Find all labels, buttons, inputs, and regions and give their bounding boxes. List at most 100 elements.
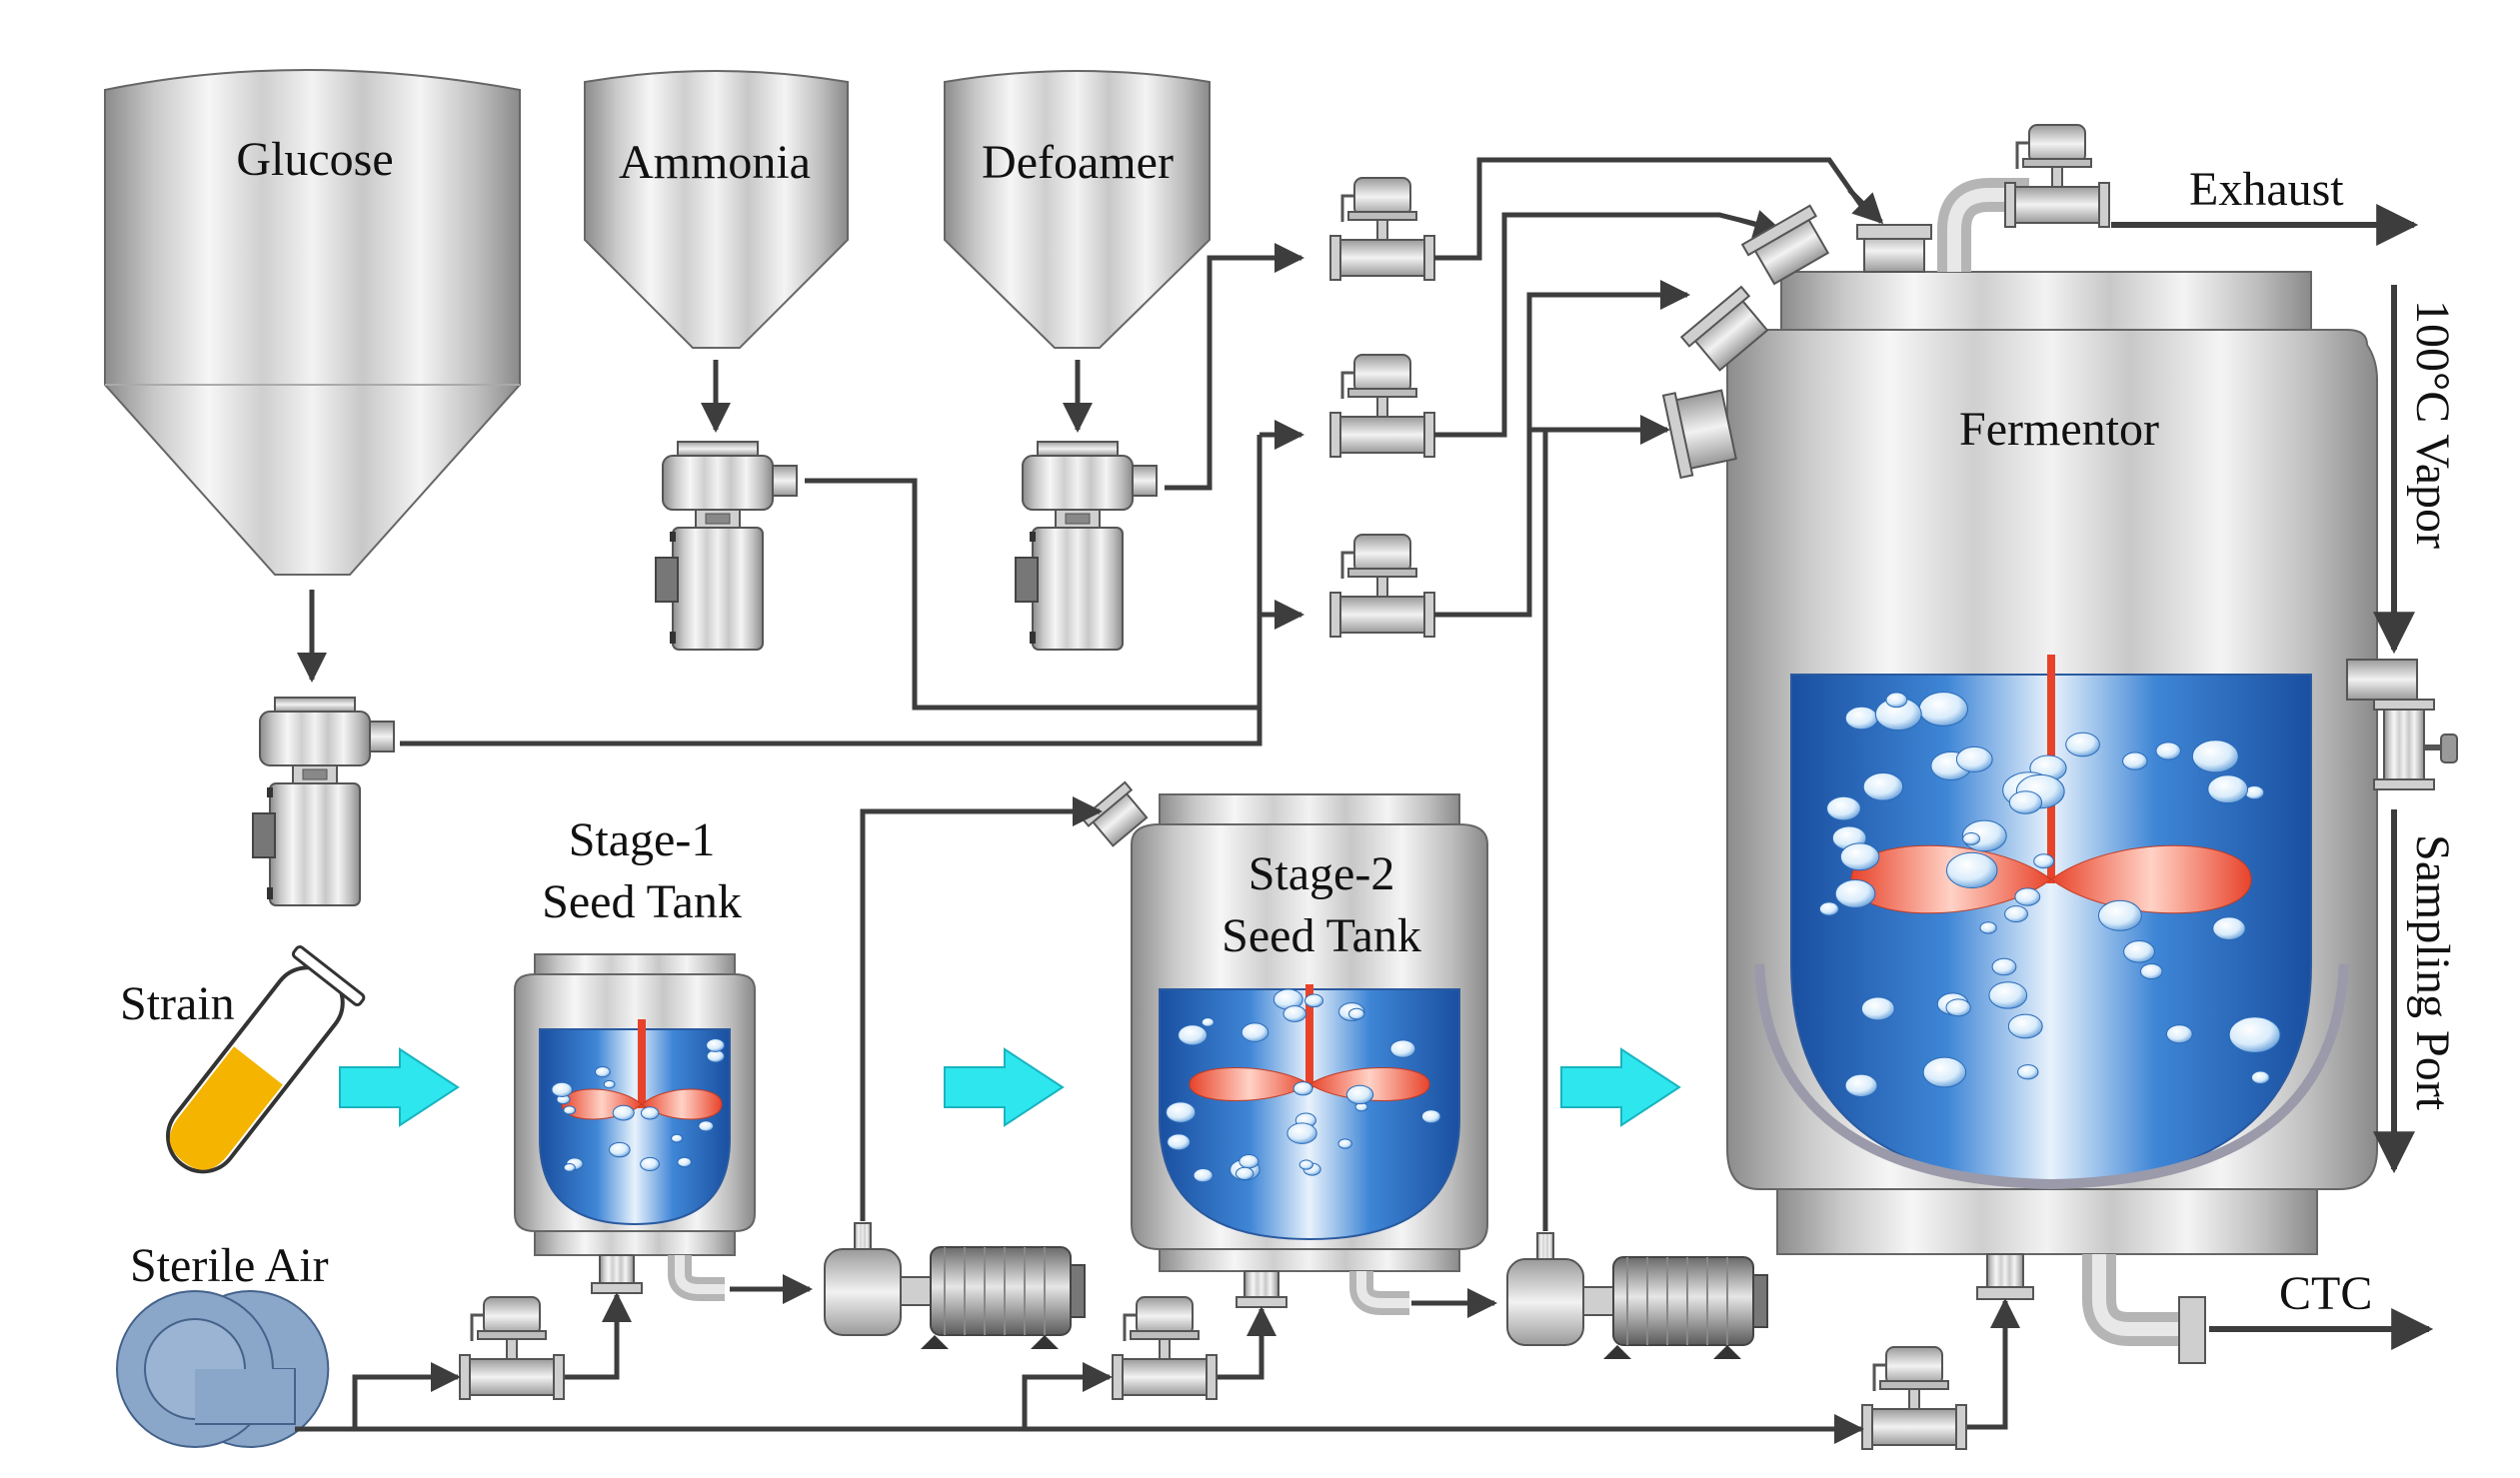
defoamer-hopper xyxy=(944,70,1211,349)
fermentor-bubble xyxy=(2155,741,2181,760)
stage1-air-branch xyxy=(352,1374,420,1429)
stage2-bubble xyxy=(1337,1138,1352,1149)
strain-label: Strain xyxy=(120,977,235,1030)
stage1-bottom-nozzle xyxy=(591,1254,643,1294)
stage1-impeller-shaft xyxy=(638,1019,646,1108)
sterile-air-blower xyxy=(116,1290,330,1448)
stage2-bubble xyxy=(1282,1005,1307,1022)
fermentor-bubble xyxy=(2014,887,2041,906)
ctc-label: CTC xyxy=(2279,1267,2372,1320)
fermentor-bubble xyxy=(2191,739,2239,773)
ammonia-to-fermentor-pipe xyxy=(1526,292,1639,435)
fermentor-side-nozzle-2 xyxy=(1679,285,1769,372)
defoamer-dosing-pump xyxy=(1016,442,1157,650)
stage1-bubble xyxy=(563,1162,576,1172)
ammonia-label: Ammonia xyxy=(619,136,811,189)
fermentor-bubble xyxy=(2033,853,2055,869)
fermentor-bubble xyxy=(2097,899,2142,931)
stage1-bubble xyxy=(698,1120,715,1132)
fermentor-bubble xyxy=(1955,745,1993,772)
glucose-label: Glucose xyxy=(236,133,393,186)
glucose-dosing-pump xyxy=(253,698,394,905)
stage1-bubble xyxy=(671,1133,684,1143)
stage2-bubble xyxy=(1235,1166,1255,1181)
fermentor-bubble xyxy=(2207,774,2249,804)
stage1-bubble xyxy=(551,1081,573,1097)
stage1-bubble xyxy=(640,1106,660,1120)
sterile-air-label: Sterile Air xyxy=(130,1239,329,1292)
fermentor-bubble xyxy=(1834,879,1876,908)
stage2-bubble xyxy=(1347,1007,1365,1020)
stage2-label-line2: Seed Tank xyxy=(1222,909,1421,962)
stage2-bubble xyxy=(1389,1039,1416,1058)
fermentor-bubble xyxy=(1885,692,1908,709)
stage1-bubble xyxy=(595,1065,611,1078)
glucose-feed-pipe xyxy=(400,615,1262,746)
stage2-air-valve xyxy=(1111,1295,1219,1401)
stage2-bubble xyxy=(1239,1154,1260,1169)
ammonia-feed-valve xyxy=(1328,353,1436,459)
fermentor-air-valve xyxy=(1860,1345,1968,1451)
fermentor-bubble xyxy=(1826,795,1861,821)
fermentor-bubble xyxy=(1860,996,1895,1021)
stage2-air-branch xyxy=(1022,1374,1070,1429)
ctc-outlet-flange xyxy=(2178,1296,2206,1364)
stage2-bubble xyxy=(1420,1109,1441,1124)
inoculation-arrow-1 xyxy=(339,1047,460,1127)
stage1-transfer-pump xyxy=(824,1222,1086,1350)
glucose-to-fermentor-pipe xyxy=(1434,427,1619,618)
fermentor-bubble xyxy=(2228,1016,2281,1053)
stage2-bubble xyxy=(1286,1122,1317,1144)
stage2-label-line1: Stage-2 xyxy=(1249,847,1395,900)
defoamer-to-fermentor-pipe xyxy=(1434,157,1867,261)
stage1-bubble xyxy=(612,1104,635,1121)
fermentor-bubble xyxy=(2123,939,2155,963)
exhaust-valve xyxy=(2003,123,2111,229)
ammonia-dosing-pump xyxy=(656,442,797,650)
fermentor-bubble xyxy=(2165,1024,2193,1044)
stage1-transfer-pipe xyxy=(860,808,1070,1221)
fermentor-bubble xyxy=(1839,842,1880,871)
stage2-impeller-shaft xyxy=(1305,984,1313,1088)
sampling-port-valve xyxy=(2346,659,2458,790)
defoamer-feed-valve xyxy=(1328,176,1436,282)
ammonia-hopper xyxy=(584,70,849,349)
strain-test-tube xyxy=(166,945,366,1174)
exhaust-label: Exhaust xyxy=(2189,163,2344,216)
fermentor-bubble xyxy=(1844,1073,1878,1097)
inoculation-arrow-3 xyxy=(1560,1047,1681,1127)
fermentor-bubble xyxy=(2004,905,2028,923)
stage2-bubble xyxy=(1304,993,1323,1008)
stage1-bubble xyxy=(706,1038,726,1052)
stage2-bubble xyxy=(1193,1168,1214,1183)
inoculation-arrow-2 xyxy=(944,1047,1065,1127)
fermentor-bubble xyxy=(1918,692,1968,727)
fermentor-bubble xyxy=(1988,981,2028,1009)
sampling-port-label: Sampling Port xyxy=(2406,834,2459,1111)
fermentor-bubble xyxy=(1946,851,1998,889)
stage1-bubble xyxy=(609,1141,631,1158)
stage2-bubble xyxy=(1298,1159,1313,1170)
fermentor-vessel xyxy=(1725,271,2378,1255)
stage1-label-line2: Seed Tank xyxy=(542,875,742,928)
fermentor-bubble xyxy=(2017,1064,2039,1080)
stage1-bubble xyxy=(640,1156,660,1172)
fermentor-bubble xyxy=(2212,916,2246,940)
fermentor-bubble xyxy=(1945,998,1971,1017)
stage1-bubble xyxy=(677,1156,693,1168)
fermentor-bubble xyxy=(1862,771,1904,801)
upper-inlet-pipe xyxy=(1434,212,1760,438)
stage2-bubble xyxy=(1178,1024,1209,1046)
fermentor-bubble xyxy=(1844,706,1878,731)
defoamer-label: Defoamer xyxy=(982,136,1174,189)
fermentor-bubble xyxy=(2122,751,2148,770)
fermentor-air-branch xyxy=(1967,1359,2008,1430)
fermentor-label: Fermentor xyxy=(1959,403,2159,456)
fermentor-bubble xyxy=(1922,1056,1967,1088)
stage2-bubble xyxy=(1167,1133,1191,1151)
vapor-label: 100°C Vapor xyxy=(2406,300,2459,549)
stage1-bubble xyxy=(603,1079,616,1089)
fermentor-bubble xyxy=(2065,732,2100,757)
fermentor-top-nozzle xyxy=(1856,224,1932,273)
agitators-and-bubbles xyxy=(551,655,2281,1183)
